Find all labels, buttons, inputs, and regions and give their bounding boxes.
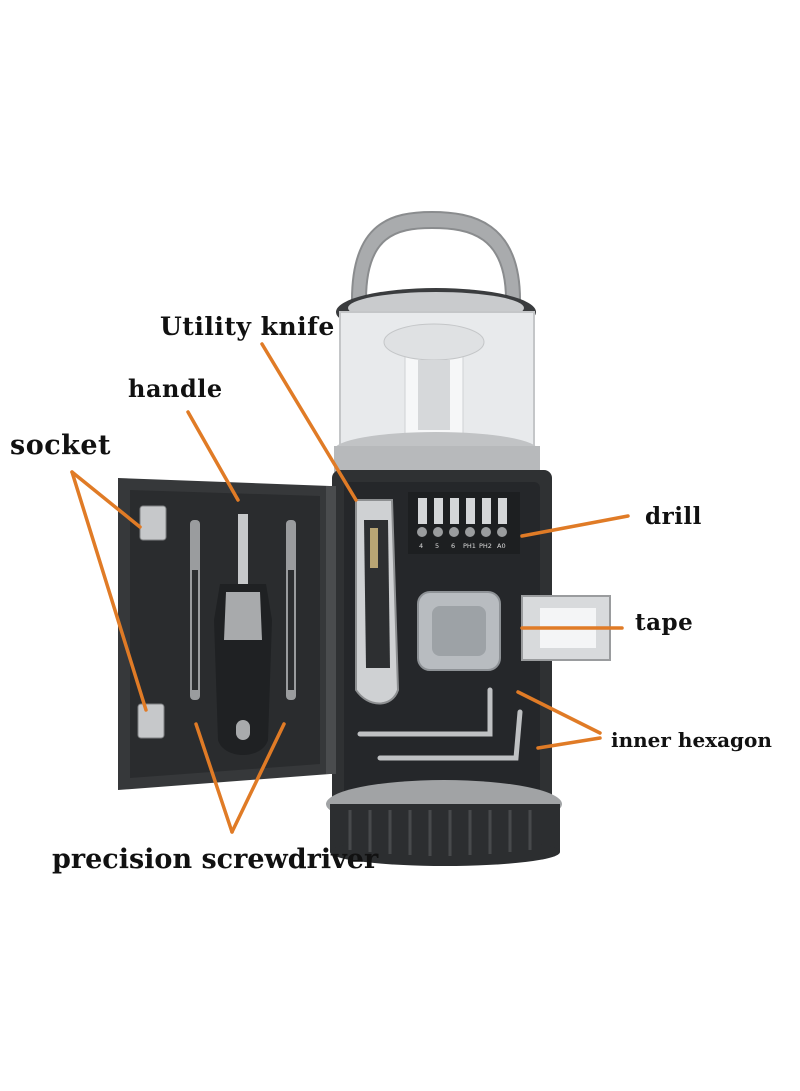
utility-knife xyxy=(355,499,400,705)
socket-upper xyxy=(139,505,167,541)
label-tape: tape xyxy=(635,609,694,636)
label-socket: socket xyxy=(10,430,112,461)
precision-screwdriver-right xyxy=(286,520,296,700)
callout-hex-lower xyxy=(536,736,602,750)
bit-markings: 4 5 6 PH1 PH2 A0 xyxy=(419,542,506,550)
left-lid xyxy=(118,478,336,790)
bit-mark: 5 xyxy=(435,542,439,550)
bit-mark: PH1 xyxy=(463,542,476,550)
callout-lines xyxy=(70,342,630,834)
label-inner-hexagon: inner hexagon xyxy=(611,728,772,752)
callout-drill xyxy=(520,514,630,538)
bit-mark: 6 xyxy=(451,542,455,550)
bit-mark: PH2 xyxy=(479,542,492,550)
callout-socket-upper xyxy=(70,470,142,529)
callout-socket-lower xyxy=(70,470,148,712)
right-case: 4 5 6 PH1 PH2 A0 xyxy=(326,470,611,866)
label-handle: handle xyxy=(128,374,223,403)
lantern-handle xyxy=(350,210,522,301)
screwdriver-handle xyxy=(214,514,272,755)
socket-lower xyxy=(137,703,165,739)
drill-bit-holder: 4 5 6 PH1 PH2 A0 xyxy=(408,492,520,554)
hex-keys xyxy=(357,687,523,761)
callout-utility-knife xyxy=(260,342,358,502)
label-utility-knife: Utility knife xyxy=(160,312,335,341)
bit-mark: 4 xyxy=(419,542,423,550)
label-drill: drill xyxy=(645,503,702,530)
callout-screwdriver-right xyxy=(230,722,286,834)
lantern xyxy=(334,210,540,472)
callout-screwdriver-left xyxy=(194,722,234,834)
precision-screwdriver-left xyxy=(190,520,200,700)
bit-mark: A0 xyxy=(497,542,506,550)
label-precision-screwdriver: precision screwdriver xyxy=(52,844,379,875)
callout-hex-upper xyxy=(516,690,602,735)
callout-handle xyxy=(186,410,240,502)
